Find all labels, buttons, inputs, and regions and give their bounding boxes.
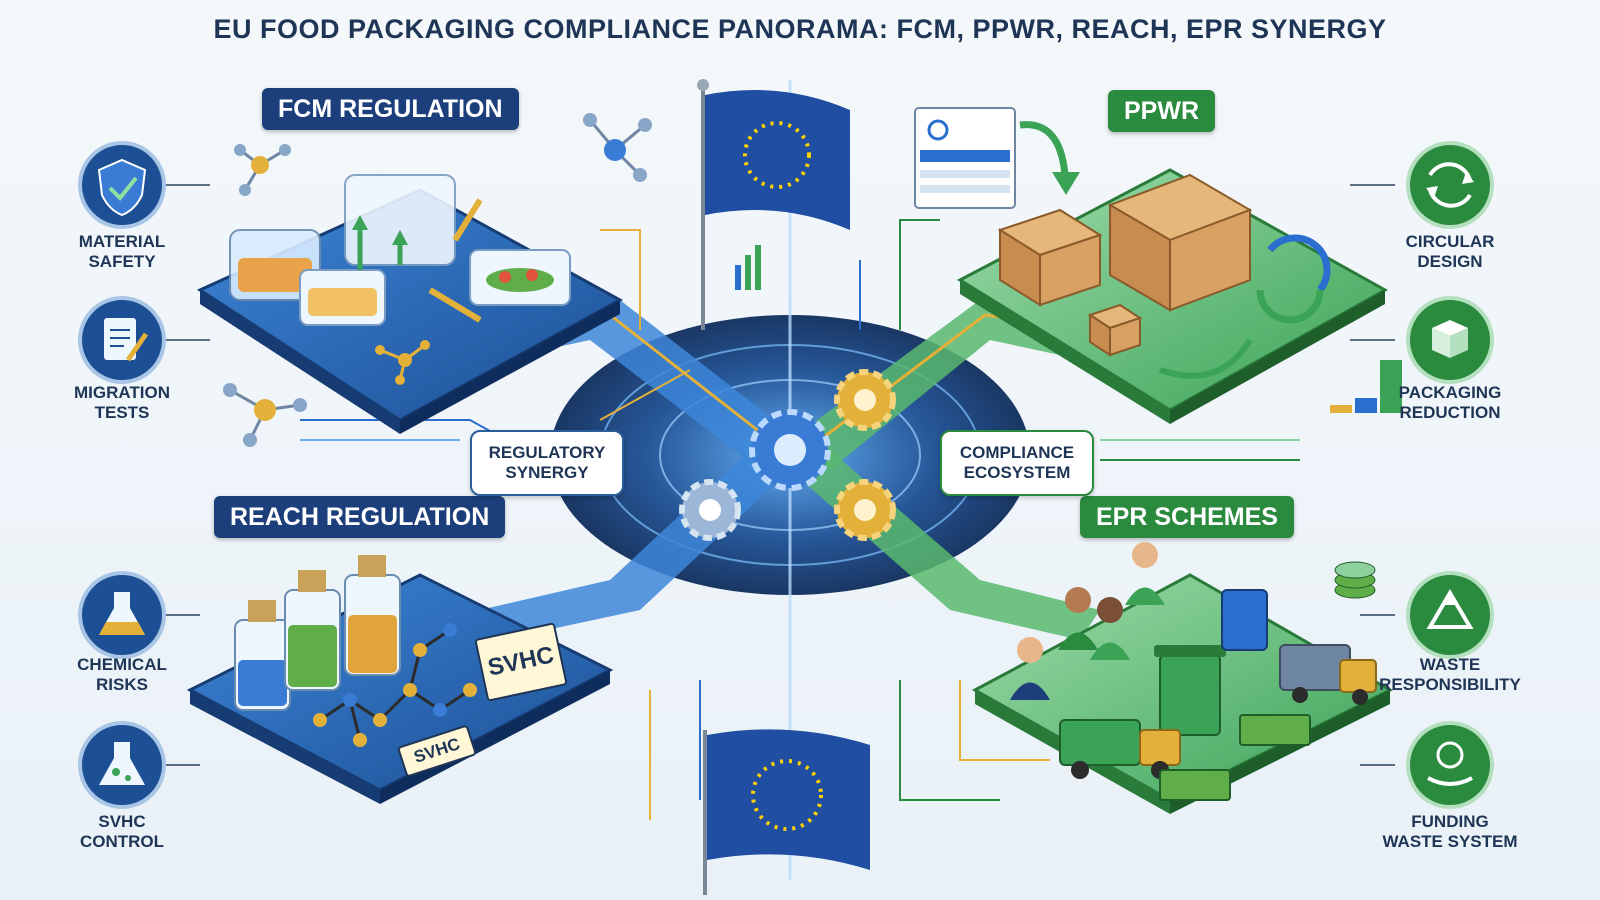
migration-tests-label: MIGRATION TESTS (73, 383, 170, 423)
fcm-board (196, 174, 624, 434)
clipboard-pencil-icon (78, 296, 166, 384)
reach-board (186, 555, 614, 804)
regulatory-synergy-box: REGULATORY SYNERGY (470, 430, 624, 496)
page-title: EU FOOD PACKAGING COMPLIANCE PANORAMA: F… (213, 14, 1387, 44)
gear-icon (834, 369, 896, 431)
side-connectors (165, 184, 1395, 766)
molecule-icon (583, 113, 652, 182)
hand-coin-icon (1406, 721, 1494, 809)
flask-icon (78, 571, 166, 659)
reach-regulation-badge: REACH REGULATION (214, 496, 506, 538)
bar-chart-decoration (735, 245, 1402, 413)
document-icon (914, 107, 1080, 209)
epr-schemes-badge: EPR SCHEMES (1080, 496, 1294, 538)
epr-board (971, 573, 1394, 814)
molecule-icon (234, 144, 291, 196)
chemical-risks-label: CHEMICAL RISKS (77, 655, 167, 695)
box-icon (1406, 296, 1494, 384)
circuit-lines (300, 219, 1300, 820)
fcm-regulation-badge: FCM REGULATION (262, 88, 519, 130)
people-icon (1010, 542, 1165, 700)
compliance-ecosystem-label: COMPLIANCE ECOSYSTEM (959, 443, 1075, 482)
circular-design-label: CIRCULAR DESIGN (1405, 232, 1495, 272)
gear-icon (679, 479, 741, 541)
circular-arrows-icon (1406, 141, 1494, 229)
packaging-reduction-label: PACKAGING REDUCTION (1398, 383, 1502, 423)
recycle-icon (1406, 571, 1494, 659)
eu-flag-bottom (703, 729, 870, 895)
funding-waste-system-label: FUNDING WASTE SYSTEM (1382, 812, 1518, 852)
shield-check-icon (78, 141, 166, 229)
molecule-network (313, 623, 477, 747)
svhc-control-label: SVHC CONTROL (79, 812, 165, 852)
ppwr-board (956, 168, 1389, 424)
eu-flag-top (697, 79, 850, 330)
gear-icon (834, 479, 896, 541)
regulatory-synergy-label: REGULATORY SYNERGY (488, 443, 606, 482)
flask-bubbles-icon (78, 721, 166, 809)
coin-stack-icon (1334, 561, 1376, 599)
molecule-icon (375, 340, 430, 385)
molecule-icon (223, 383, 307, 447)
material-safety-label: MATERIAL SAFETY (78, 232, 166, 272)
compliance-ecosystem-box: COMPLIANCE ECOSYSTEM (940, 430, 1094, 496)
gear-icon (749, 409, 831, 491)
ppwr-badge: PPWR (1108, 90, 1215, 132)
waste-responsibility-label: WASTE RESPONSIBILITY (1379, 655, 1521, 695)
